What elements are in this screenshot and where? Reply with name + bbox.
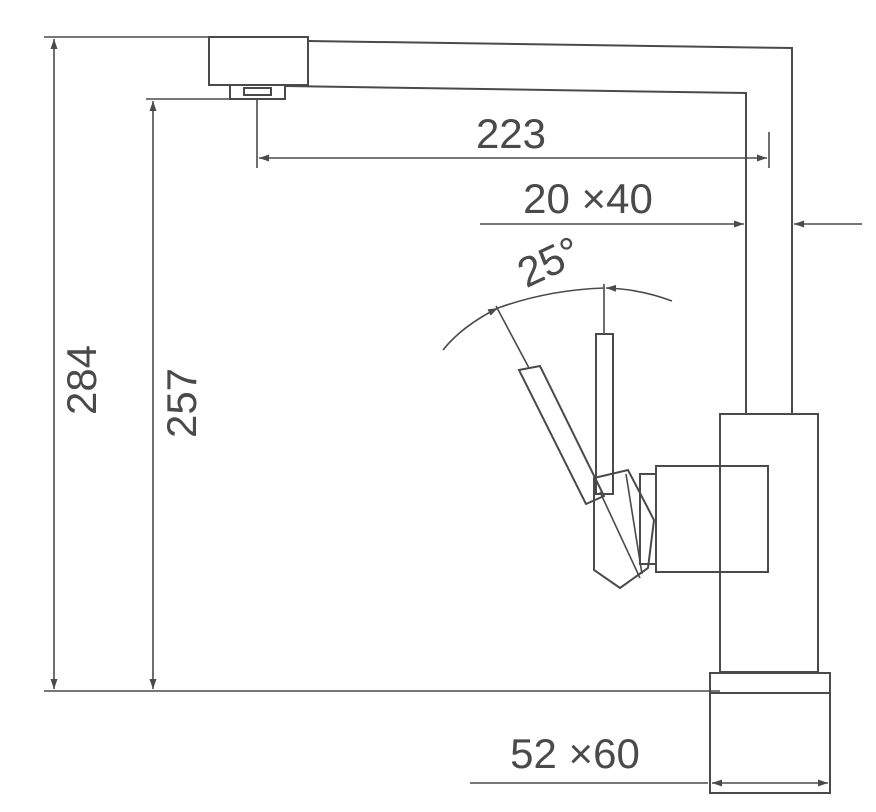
lever-hub-edge [625, 473, 643, 575]
angle-arc-middle [497, 287, 605, 309]
dimension-outlet-height: 257 [146, 98, 230, 689]
lever-tilted-edge [599, 491, 641, 579]
angle-arc-right [605, 284, 673, 302]
dimension-spout-section: 20 ×40 [480, 175, 862, 228]
faucet-base [709, 672, 831, 694]
angle-reference-tilted [495, 305, 530, 369]
dimension-label-223: 223 [476, 110, 546, 157]
aerator-nozzle [243, 87, 272, 96]
angle-arc-left [442, 307, 499, 351]
lever-tilted [517, 364, 606, 506]
faucet-outline [208, 36, 831, 794]
dimension-label-257: 257 [158, 368, 205, 438]
dimension-base-section: 52 ×60 [470, 730, 828, 787]
lever-hub [593, 468, 656, 590]
dimension-label-20x40: 20 ×40 [523, 175, 653, 222]
dimension-total-height: 284 [44, 36, 720, 692]
dimension-label-52x60: 52 ×60 [510, 730, 640, 777]
spout-top-edge [307, 40, 793, 414]
dimension-lever-angle: 25° [442, 227, 673, 369]
dimension-label-284: 284 [58, 345, 105, 415]
dimension-spout-reach: 223 [256, 99, 770, 168]
spout-bottom-edge [284, 85, 747, 414]
cartridge-housing [655, 465, 769, 573]
dimension-label-25-degrees: 25° [510, 227, 587, 296]
lever-handle [517, 333, 769, 590]
base-flange [709, 692, 831, 794]
lever-vertical [595, 333, 614, 495]
aerator-head [208, 36, 309, 86]
